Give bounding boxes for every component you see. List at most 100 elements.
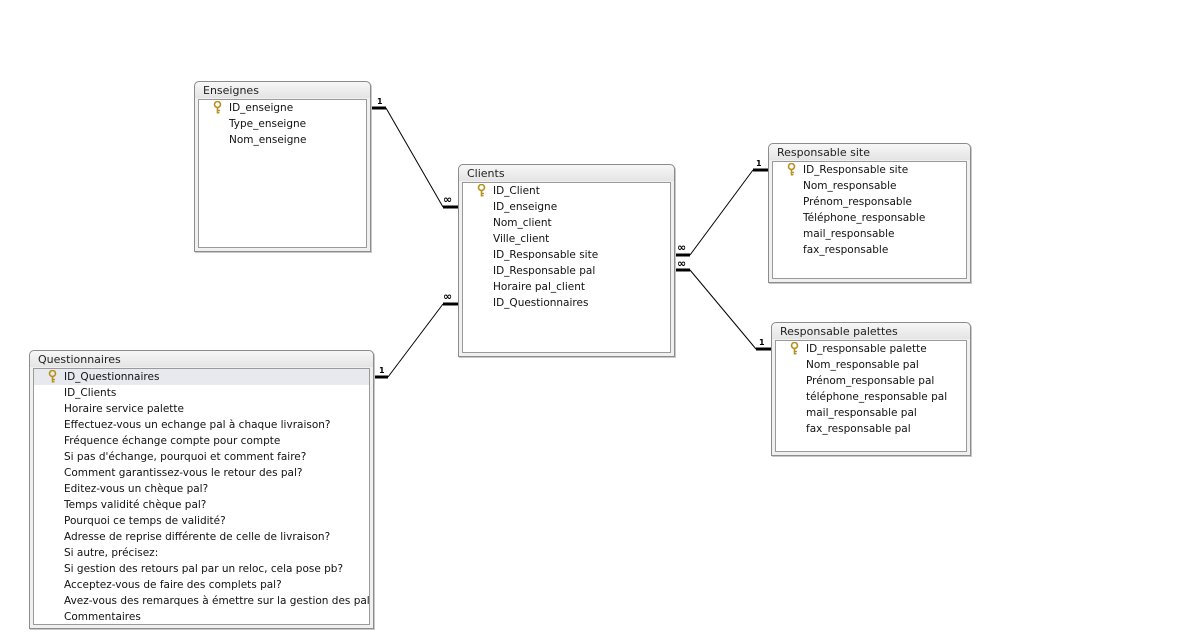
field-name: ID_Responsable site [803,164,909,176]
cardinality-one: 1 [377,97,383,106]
field-row[interactable]: Ville_client [463,231,670,247]
field-name: Commentaires [64,611,141,623]
field-row[interactable]: Si gestion des retours pal par un reloc,… [34,561,369,577]
field-name: mail_responsable pal [806,407,917,419]
field-name: ID_enseigne [229,102,294,114]
field-name: Si pas d'échange, pourquoi et comment fa… [64,451,307,463]
field-row[interactable]: Prénom_responsable pal [776,373,966,389]
field-row[interactable]: Si pas d'échange, pourquoi et comment fa… [34,449,369,465]
field-name: Téléphone_responsable [803,212,926,224]
cardinality-many: ∞ [677,241,686,254]
field-row[interactable]: Fréquence échange compte pour compte [34,433,369,449]
field-row[interactable]: mail_responsable [773,226,966,242]
table-responsable-palettes[interactable]: Responsable palettes ID_responsable pale… [771,322,971,456]
field-name: Nom_enseigne [229,134,307,146]
field-row[interactable]: Téléphone_responsable [773,210,966,226]
cardinality-one: 1 [379,366,385,375]
cardinality-many: ∞ [443,193,452,206]
table-title[interactable]: Responsable site [769,144,970,160]
field-name: Adresse de reprise différente de celle d… [64,531,331,543]
field-row[interactable]: Nom_responsable pal [776,357,966,373]
field-row[interactable]: ID_Responsable site [773,162,966,178]
field-row[interactable]: ID_Questionnaires [463,295,670,311]
field-name: Si gestion des retours pal par un reloc,… [64,563,344,575]
field-name: Effectuez-vous un echange pal à chaque l… [64,419,331,431]
field-name: Temps validité chèque pal? [64,499,207,511]
field-name: ID_Responsable site [493,249,599,261]
field-row[interactable]: Si autre, précisez: [34,545,369,561]
relationship-line [689,169,754,256]
field-row[interactable]: ID_Client [463,183,670,199]
field-row[interactable]: ID_responsable palette [776,341,966,357]
field-row[interactable]: téléphone_responsable pal [776,389,966,405]
relationship-line [387,303,444,378]
relationship-line [689,269,757,350]
field-row[interactable]: ID_Questionnaires [34,369,369,385]
field-row[interactable]: Type_enseigne [199,116,366,132]
field-row[interactable]: Editez-vous un chèque pal? [34,481,369,497]
field-name: fax_responsable pal [806,423,911,435]
field-row[interactable]: Horaire service palette [34,401,369,417]
field-row[interactable]: Acceptez-vous de faire des complets pal? [34,577,369,593]
field-name: ID_enseigne [493,201,558,213]
field-row[interactable]: Prénom_responsable [773,194,966,210]
field-name: Horaire pal_client [493,281,585,293]
cardinality-many: ∞ [677,257,686,270]
field-row[interactable]: Effectuez-vous un echange pal à chaque l… [34,417,369,433]
field-row[interactable]: Adresse de reprise différente de celle d… [34,529,369,545]
field-row[interactable]: Nom_client [463,215,670,231]
field-name: Editez-vous un chèque pal? [64,483,209,495]
key-icon [213,100,222,114]
field-name: Nom_responsable pal [806,359,919,371]
field-name: Prénom_responsable pal [806,375,935,387]
field-row[interactable]: fax_responsable [773,242,966,258]
field-name: ID_Client [493,185,540,197]
cardinality-one: 1 [756,159,762,168]
field-row[interactable]: fax_responsable pal [776,421,966,437]
field-row[interactable]: Comment garantissez-vous le retour des p… [34,465,369,481]
cardinality-many: ∞ [443,290,452,303]
field-name: Comment garantissez-vous le retour des p… [64,467,303,479]
field-name: Type_enseigne [229,118,307,130]
field-name: ID_Responsable pal [493,265,596,277]
field-row[interactable]: mail_responsable pal [776,405,966,421]
field-name: Pourquoi ce temps de validité? [64,515,226,527]
field-row[interactable]: ID_enseigne [463,199,670,215]
field-row[interactable]: Nom_enseigne [199,132,366,148]
field-row[interactable]: Commentaires [34,609,369,624]
table-title[interactable]: Enseignes [195,82,370,98]
field-name: Ville_client [493,233,550,245]
field-name: ID_responsable palette [806,343,927,355]
field-name: ID_Questionnaires [493,297,589,309]
field-row[interactable]: Horaire pal_client [463,279,670,295]
key-icon [790,341,799,355]
field-row[interactable]: Temps validité chèque pal? [34,497,369,513]
field-row[interactable]: ID_Responsable site [463,247,670,263]
field-name: Nom_client [493,217,552,229]
field-name: ID_Clients [64,387,117,399]
field-row[interactable]: Pourquoi ce temps de validité? [34,513,369,529]
field-name: fax_responsable [803,244,889,256]
field-name: Acceptez-vous de faire des complets pal? [64,579,282,591]
table-title[interactable]: Responsable palettes [772,323,970,339]
table-title[interactable]: Clients [459,165,674,181]
field-row[interactable]: ID_Responsable pal [463,263,670,279]
field-row[interactable]: ID_Clients [34,385,369,401]
field-row[interactable]: ID_enseigne [199,100,366,116]
field-row[interactable]: Avez-vous des remarques à émettre sur la… [34,593,369,609]
table-title[interactable]: Questionnaires [30,351,373,367]
key-icon [787,162,796,176]
field-name: ID_Questionnaires [64,371,160,383]
field-row[interactable]: Nom_responsable [773,178,966,194]
field-name: Avez-vous des remarques à émettre sur la… [64,595,370,607]
